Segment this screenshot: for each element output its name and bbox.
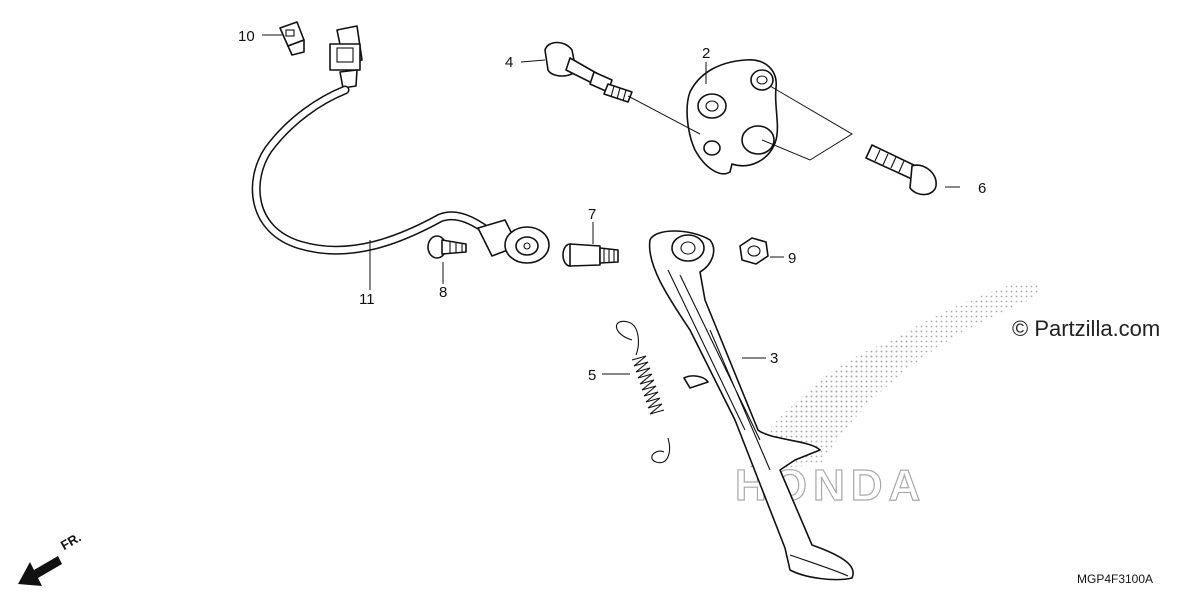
callout-6: 6 [978, 180, 986, 197]
callout-9: 9 [788, 250, 796, 267]
callout-2: 2 [702, 45, 710, 62]
callout-10: 10 [238, 28, 255, 45]
part-11-sidestand-switch-harness[interactable] [251, 25, 550, 264]
callout-8: 8 [439, 284, 447, 301]
leader-lines [262, 34, 960, 375]
callout-4: 4 [505, 54, 513, 71]
part-4-bolt[interactable] [544, 41, 633, 103]
honda-wing-watermark: HONDA [734, 282, 1041, 511]
diagram-code: MGP4F3100A [1077, 572, 1154, 586]
part-7-pivot-pin[interactable] [562, 243, 619, 267]
front-direction-arrow [18, 556, 62, 586]
part-8-bolt[interactable] [427, 235, 467, 259]
part-2-bracket[interactable] [686, 59, 779, 175]
callout-3: 3 [770, 350, 778, 367]
callout-11: 11 [359, 291, 375, 308]
part-5-spring[interactable] [615, 320, 671, 464]
part-6-bolt[interactable] [865, 144, 937, 196]
copyright-watermark: © Partzilla.com [1012, 316, 1161, 341]
callout-5: 5 [588, 367, 596, 384]
part-9-nut[interactable] [739, 237, 769, 265]
part-3-side-stand[interactable] [648, 230, 854, 581]
part-10-connector-clip[interactable] [279, 21, 305, 56]
callout-7: 7 [588, 206, 596, 223]
